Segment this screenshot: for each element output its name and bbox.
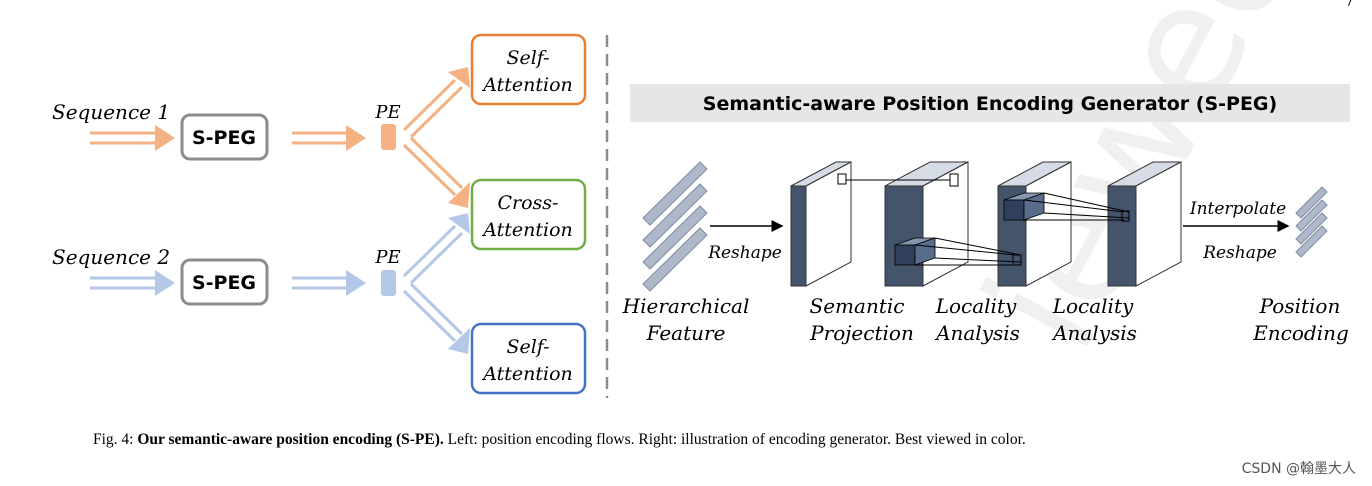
kernel-lines-2 bbox=[1023, 192, 1130, 221]
figure-caption: Fig. 4: Our semantic-aware position enco… bbox=[93, 431, 1026, 448]
pe-label-1: PE bbox=[374, 102, 400, 123]
svg-text:Hierarchical: Hierarchical bbox=[622, 294, 750, 318]
speg2-to-pe-arrow bbox=[292, 270, 366, 296]
svg-text:Analysis: Analysis bbox=[934, 321, 1020, 345]
pe2-to-cross-attention-arrow bbox=[402, 213, 470, 285]
cross-attention-box: Cross- Attention bbox=[470, 178, 587, 251]
svg-text:Cross-: Cross- bbox=[498, 192, 559, 214]
page-number: 7 bbox=[1345, 0, 1354, 10]
svg-text:Attention: Attention bbox=[481, 363, 573, 385]
speg-banner-title: Semantic-aware Position Encoding Generat… bbox=[703, 93, 1277, 115]
speg-box-2: S-PEG bbox=[180, 258, 269, 306]
label-locality-analysis-1: Locality Analysis bbox=[934, 294, 1020, 345]
label-hierarchical-feature: Hierarchical Feature bbox=[622, 294, 750, 345]
locality-block-1 bbox=[884, 161, 969, 287]
reshape-right-label: Reshape bbox=[1202, 243, 1277, 263]
svg-text:Self-: Self- bbox=[506, 47, 549, 69]
svg-text:Semantic: Semantic bbox=[810, 294, 905, 318]
speg-banner bbox=[630, 84, 1350, 122]
svg-text:Encoding: Encoding bbox=[1252, 321, 1349, 345]
locality-block-2 bbox=[997, 161, 1072, 287]
svg-text:Analysis: Analysis bbox=[1051, 321, 1137, 345]
speg1-to-pe-arrow bbox=[292, 125, 366, 151]
semantic-projection-block bbox=[790, 161, 852, 287]
label-semantic-projection: Semantic Projection bbox=[809, 294, 914, 345]
position-encoding-stack bbox=[1295, 186, 1328, 258]
svg-text:S-PEG: S-PEG bbox=[192, 272, 256, 294]
svg-text:Attention: Attention bbox=[481, 219, 573, 241]
seq2-arrow bbox=[90, 270, 175, 296]
pe1-to-self-attention-arrow bbox=[402, 67, 470, 139]
svg-text:Projection: Projection bbox=[809, 321, 914, 345]
pe-token-1 bbox=[381, 124, 396, 150]
seq1-arrow bbox=[90, 125, 175, 151]
pe1-to-cross-attention-arrow bbox=[402, 136, 470, 208]
svg-text:S-PEG: S-PEG bbox=[192, 127, 256, 149]
self-attention-box-2: Self- Attention bbox=[470, 322, 587, 395]
svg-text:Position: Position bbox=[1259, 294, 1341, 318]
reshape-left-label: Reshape bbox=[707, 243, 782, 263]
locality-block-3 bbox=[1107, 161, 1182, 287]
svg-text:Feature: Feature bbox=[646, 321, 726, 345]
pe-label-2: PE bbox=[374, 247, 400, 268]
svg-text:Locality: Locality bbox=[1052, 294, 1134, 318]
csdn-watermark: CSDN @翰墨大人 bbox=[1242, 461, 1356, 477]
interpolate-label: Interpolate bbox=[1189, 199, 1286, 219]
self-attention-box-1: Self- Attention bbox=[470, 33, 587, 106]
svg-text:Attention: Attention bbox=[481, 74, 573, 96]
pe-token-2 bbox=[381, 270, 396, 296]
pe2-to-self-attention-arrow bbox=[402, 282, 470, 354]
speg-box-1: S-PEG bbox=[180, 113, 269, 161]
label-position-encoding: Position Encoding bbox=[1252, 294, 1349, 345]
kernel-lines-1 bbox=[914, 237, 1022, 266]
label-locality-analysis-2: Locality Analysis bbox=[1051, 294, 1137, 345]
svg-text:Locality: Locality bbox=[935, 294, 1017, 318]
sequence-1-label: Sequence 1 bbox=[52, 100, 170, 124]
sequence-2-label: Sequence 2 bbox=[52, 245, 170, 269]
hierarchical-feature-stack bbox=[642, 161, 708, 292]
svg-text:Self-: Self- bbox=[506, 336, 549, 358]
